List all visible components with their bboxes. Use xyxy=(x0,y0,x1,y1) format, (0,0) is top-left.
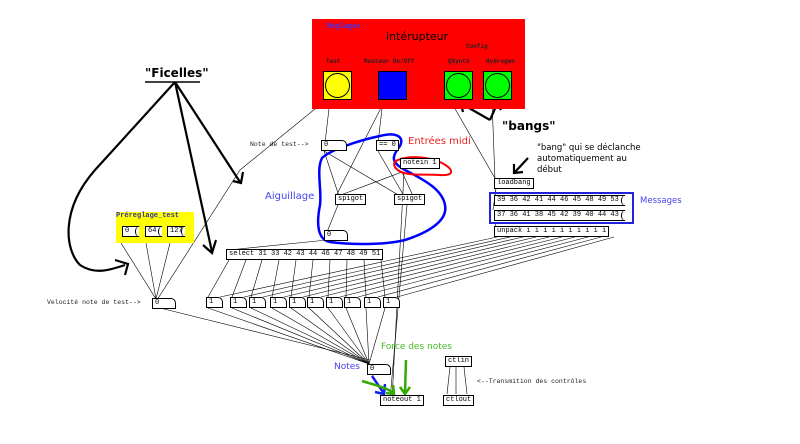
message-box-1[interactable]: 39 36 42 41 44 46 45 48 49 53 xyxy=(494,195,625,206)
select-cord xyxy=(207,259,230,298)
prereglage-msg-0[interactable]: 0 xyxy=(122,226,139,237)
force-des-notes-label: Force des notes xyxy=(381,342,452,352)
number-box[interactable]: 1 xyxy=(383,297,400,308)
config-label: Config xyxy=(466,43,488,50)
unpack-cord xyxy=(283,236,537,298)
ficelles-arrows xyxy=(67,55,529,276)
number-box[interactable]: 1 xyxy=(326,297,343,308)
reglages-title: Réglages xyxy=(327,23,361,31)
numbox-cord xyxy=(250,307,370,365)
test-bang-button[interactable] xyxy=(323,71,352,100)
unpack-cord xyxy=(219,236,498,298)
eq-zero-object[interactable]: == 0 xyxy=(376,140,399,151)
select-cord xyxy=(327,259,331,298)
loadbang-arrow xyxy=(514,157,529,173)
bang-desc-3: début xyxy=(537,165,562,175)
prereglage-title: Préreglage_test xyxy=(116,212,180,220)
test-label: Test xyxy=(326,58,341,65)
prereglage-msg-127[interactable]: 127 xyxy=(167,226,185,237)
message-box-2[interactable]: 37 36 41 38 45 42 39 40 44 43 xyxy=(494,210,625,221)
unpack-cord xyxy=(262,236,524,298)
numbox-cord xyxy=(365,307,370,365)
bang-desc-1: "bang" qui se déclanche xyxy=(537,143,641,153)
numbox-cord xyxy=(231,307,370,365)
ctlin-object[interactable]: ctlin xyxy=(445,356,473,367)
interrupteur-label: intérupteur xyxy=(386,30,449,43)
unpack-cord xyxy=(243,236,511,298)
messages-label: Messages xyxy=(640,196,682,206)
unpack-cord xyxy=(302,236,550,298)
select-cord xyxy=(363,259,367,298)
select-cord xyxy=(308,259,314,298)
numbox-cord xyxy=(308,307,370,365)
select-object[interactable]: select 31 33 42 43 44 46 47 48 49 51 xyxy=(226,249,384,260)
ficelles-label: "Ficelles" xyxy=(145,66,209,80)
spigot-left-object[interactable]: spigot xyxy=(335,194,367,205)
number-box[interactable]: 1 xyxy=(270,297,287,308)
aiguillage-outline xyxy=(316,133,447,246)
qsynth-bang-button[interactable] xyxy=(444,71,473,100)
loadbang-object[interactable]: loadbang xyxy=(494,178,534,189)
aiguillage-numbox[interactable]: 0 xyxy=(324,230,348,241)
unpack-object[interactable]: unpack i i i i i i i i i i xyxy=(494,226,610,237)
number-box[interactable]: 1 xyxy=(206,297,223,308)
number-box[interactable]: 1 xyxy=(230,297,247,308)
number-box[interactable]: 1 xyxy=(364,297,381,308)
select-cord xyxy=(290,259,297,298)
numbox-cord xyxy=(345,307,370,365)
unpack-cord xyxy=(396,236,615,298)
note-test-numbox[interactable]: 0 xyxy=(321,140,347,151)
velocite-label: Velocité note de test--> xyxy=(47,299,141,306)
ctlout-object[interactable]: ctlout xyxy=(443,395,475,406)
bang-desc-2: automatiquement au xyxy=(537,154,627,164)
prereglage-msg-64[interactable]: 64 xyxy=(145,226,162,237)
qsynth-label: QSynth xyxy=(448,58,470,65)
number-box[interactable]: 1 xyxy=(289,297,306,308)
numbox-cord xyxy=(290,307,370,365)
unpack-cord xyxy=(377,236,602,298)
numbox-cord xyxy=(327,307,370,365)
numbox-cord xyxy=(207,307,370,365)
messages-outline xyxy=(489,192,634,224)
velocite-numbox[interactable]: 0 xyxy=(152,298,176,309)
numbox-cord xyxy=(368,307,386,365)
spigot-right-object[interactable]: spigot xyxy=(394,194,426,205)
routeur-label: Routeur On/Off xyxy=(364,58,415,65)
notes-numbox[interactable]: 0 xyxy=(367,364,391,375)
number-box[interactable]: 1 xyxy=(344,297,361,308)
number-box[interactable]: 1 xyxy=(249,297,266,308)
bangs-label: "bangs" xyxy=(502,119,556,133)
ficelles-arrow-mid xyxy=(173,81,214,253)
entrees-midi-label: Entrées midi xyxy=(408,136,471,147)
unpack-cord xyxy=(320,236,563,298)
reglages-panel: Réglages intérupteur Config Test Routeur… xyxy=(312,19,525,109)
patch-cords xyxy=(120,99,615,401)
transmission-label: <--Transmition des contrôles xyxy=(477,378,587,385)
note-de-test-label: Note de test--> xyxy=(250,141,309,148)
notes-label: Notes xyxy=(334,362,360,372)
unpack-cord xyxy=(339,236,576,298)
number-box[interactable]: 1 xyxy=(307,297,324,308)
numbox-cord xyxy=(271,307,370,365)
hydrogen-label: Hydrogen xyxy=(486,58,515,65)
ficelles-arrow-right xyxy=(174,81,241,183)
ficelles-arrow-left xyxy=(67,81,176,272)
select-cord xyxy=(250,259,263,298)
aiguillage-label: Aiguillage xyxy=(265,191,315,202)
select-cord xyxy=(271,259,280,298)
select-cord xyxy=(231,259,247,298)
force-arrows xyxy=(361,359,412,397)
notein-object[interactable]: notein 1 xyxy=(400,158,440,169)
routeur-toggle[interactable] xyxy=(378,71,407,100)
noteout-object[interactable]: noteout 1 xyxy=(380,395,424,406)
hydrogen-bang-button[interactable] xyxy=(483,71,512,100)
select-cord xyxy=(345,259,348,298)
unpack-cord xyxy=(357,236,589,298)
